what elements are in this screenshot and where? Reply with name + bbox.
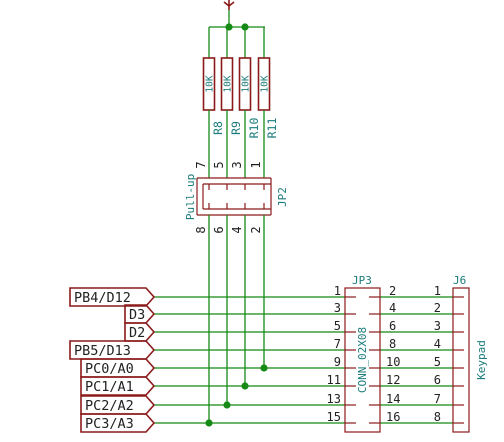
net-label-pb4-d12: PB4/D12 bbox=[69, 287, 156, 307]
svg-text:PC3/A3: PC3/A3 bbox=[85, 416, 134, 432]
resistor-value: 10K bbox=[241, 75, 252, 92]
connector-j6 bbox=[452, 287, 470, 433]
pin-number: 9 bbox=[334, 355, 341, 369]
pin-number: 6 bbox=[434, 373, 441, 387]
pin-number: 1 bbox=[249, 161, 263, 168]
resistor-r10 bbox=[238, 27, 252, 178]
resistor-r9 bbox=[220, 27, 234, 178]
connector-jp2 bbox=[196, 177, 272, 216]
pin-number: 8 bbox=[194, 226, 208, 233]
pin-number: 15 bbox=[327, 410, 341, 424]
resistor-value: 10K bbox=[260, 75, 271, 92]
connector-value: CONN_02X08 bbox=[356, 327, 369, 393]
pin-number: 7 bbox=[434, 392, 441, 406]
resistor-value: 10K bbox=[205, 75, 216, 92]
resistor-r8 bbox=[202, 27, 216, 178]
net-label-pc1-a1: PC1/A1 bbox=[80, 376, 156, 396]
pin-number: 11 bbox=[327, 373, 341, 387]
pin-number: 6 bbox=[389, 319, 396, 333]
net-label-pc2-a2: PC2/A2 bbox=[80, 395, 156, 415]
svg-text:PB5/D13: PB5/D13 bbox=[74, 343, 131, 359]
pin-number: 13 bbox=[327, 392, 341, 406]
pin-number: 3 bbox=[434, 319, 441, 333]
junction-dot bbox=[205, 419, 213, 427]
pin-number: 2 bbox=[434, 301, 441, 315]
connector-value: Pull-up bbox=[184, 174, 197, 220]
pin-number: 5 bbox=[334, 319, 341, 333]
pin-number: 7 bbox=[334, 337, 341, 351]
resistor-ref: R10 bbox=[247, 118, 261, 139]
net-label-d3: D3 bbox=[124, 304, 156, 324]
pin-number: 6 bbox=[212, 226, 226, 233]
pin-number: 4 bbox=[434, 337, 441, 351]
pin-number: 10 bbox=[386, 355, 400, 369]
resistor-r11 bbox=[257, 27, 271, 178]
resistor-ref: R9 bbox=[229, 121, 243, 135]
connector-ref: J6 bbox=[453, 274, 466, 287]
resistor-ref: R8 bbox=[211, 121, 225, 135]
svg-text:PC2/A2: PC2/A2 bbox=[85, 398, 134, 414]
pin-number: 2 bbox=[389, 284, 396, 298]
junction-dot bbox=[241, 382, 249, 390]
net-label-pc0-a0: PC0/A0 bbox=[80, 358, 156, 378]
pin-number: 7 bbox=[194, 161, 208, 168]
net-label-d2: D2 bbox=[124, 322, 156, 342]
pin-number: 3 bbox=[230, 161, 244, 168]
connector-ref: JP3 bbox=[352, 274, 372, 287]
pin-number: 4 bbox=[389, 301, 396, 315]
resistor-value: 10K bbox=[223, 75, 234, 92]
pin-number: 1 bbox=[334, 284, 341, 298]
pin-number: 1 bbox=[434, 284, 441, 298]
svg-text:PC1/A1: PC1/A1 bbox=[85, 379, 134, 395]
pin-number: 14 bbox=[386, 392, 400, 406]
junction-dot bbox=[260, 364, 268, 372]
net-label-pc3-a3: PC3/A3 bbox=[80, 413, 156, 433]
connector-ref: JP2 bbox=[276, 187, 289, 207]
pin-number: 2 bbox=[249, 226, 263, 233]
junction-dot bbox=[223, 401, 231, 409]
net-label-pb5-d13: PB5/D13 bbox=[69, 340, 156, 360]
svg-text:PB4/D12: PB4/D12 bbox=[74, 290, 131, 306]
power-symbol bbox=[223, 0, 235, 10]
pin-number: 5 bbox=[434, 355, 441, 369]
pin-number: 16 bbox=[386, 410, 400, 424]
connector-jp3 bbox=[344, 287, 381, 433]
pin-number: 4 bbox=[230, 226, 244, 233]
svg-text:D3: D3 bbox=[129, 307, 145, 323]
pin-number: 3 bbox=[334, 301, 341, 315]
pin-number: 12 bbox=[386, 373, 400, 387]
svg-text:D2: D2 bbox=[129, 325, 145, 341]
resistor-ref: R11 bbox=[265, 118, 279, 139]
pin-number: 8 bbox=[434, 410, 441, 424]
connector-value: Keypad bbox=[475, 340, 488, 380]
svg-text:PC0/A0: PC0/A0 bbox=[85, 361, 134, 377]
pin-number: 8 bbox=[389, 337, 396, 351]
pin-number: 5 bbox=[212, 161, 226, 168]
